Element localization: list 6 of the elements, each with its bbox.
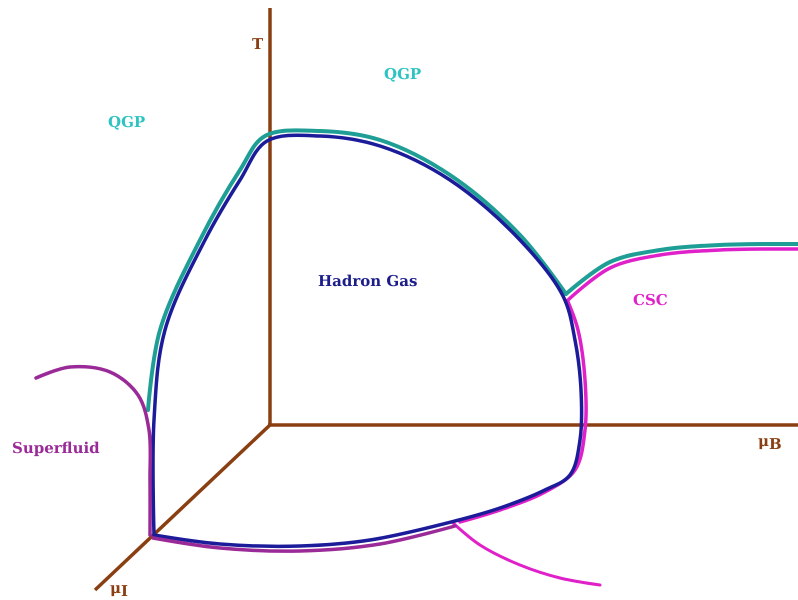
axis-label: T — [252, 36, 264, 52]
phase-label: CSC — [633, 292, 668, 308]
phase-label: QGP — [108, 114, 146, 130]
phase-label: Hadron Gas — [318, 273, 418, 290]
phase-label: Superfluid — [12, 440, 100, 456]
phase-label: QGP — [384, 66, 422, 82]
